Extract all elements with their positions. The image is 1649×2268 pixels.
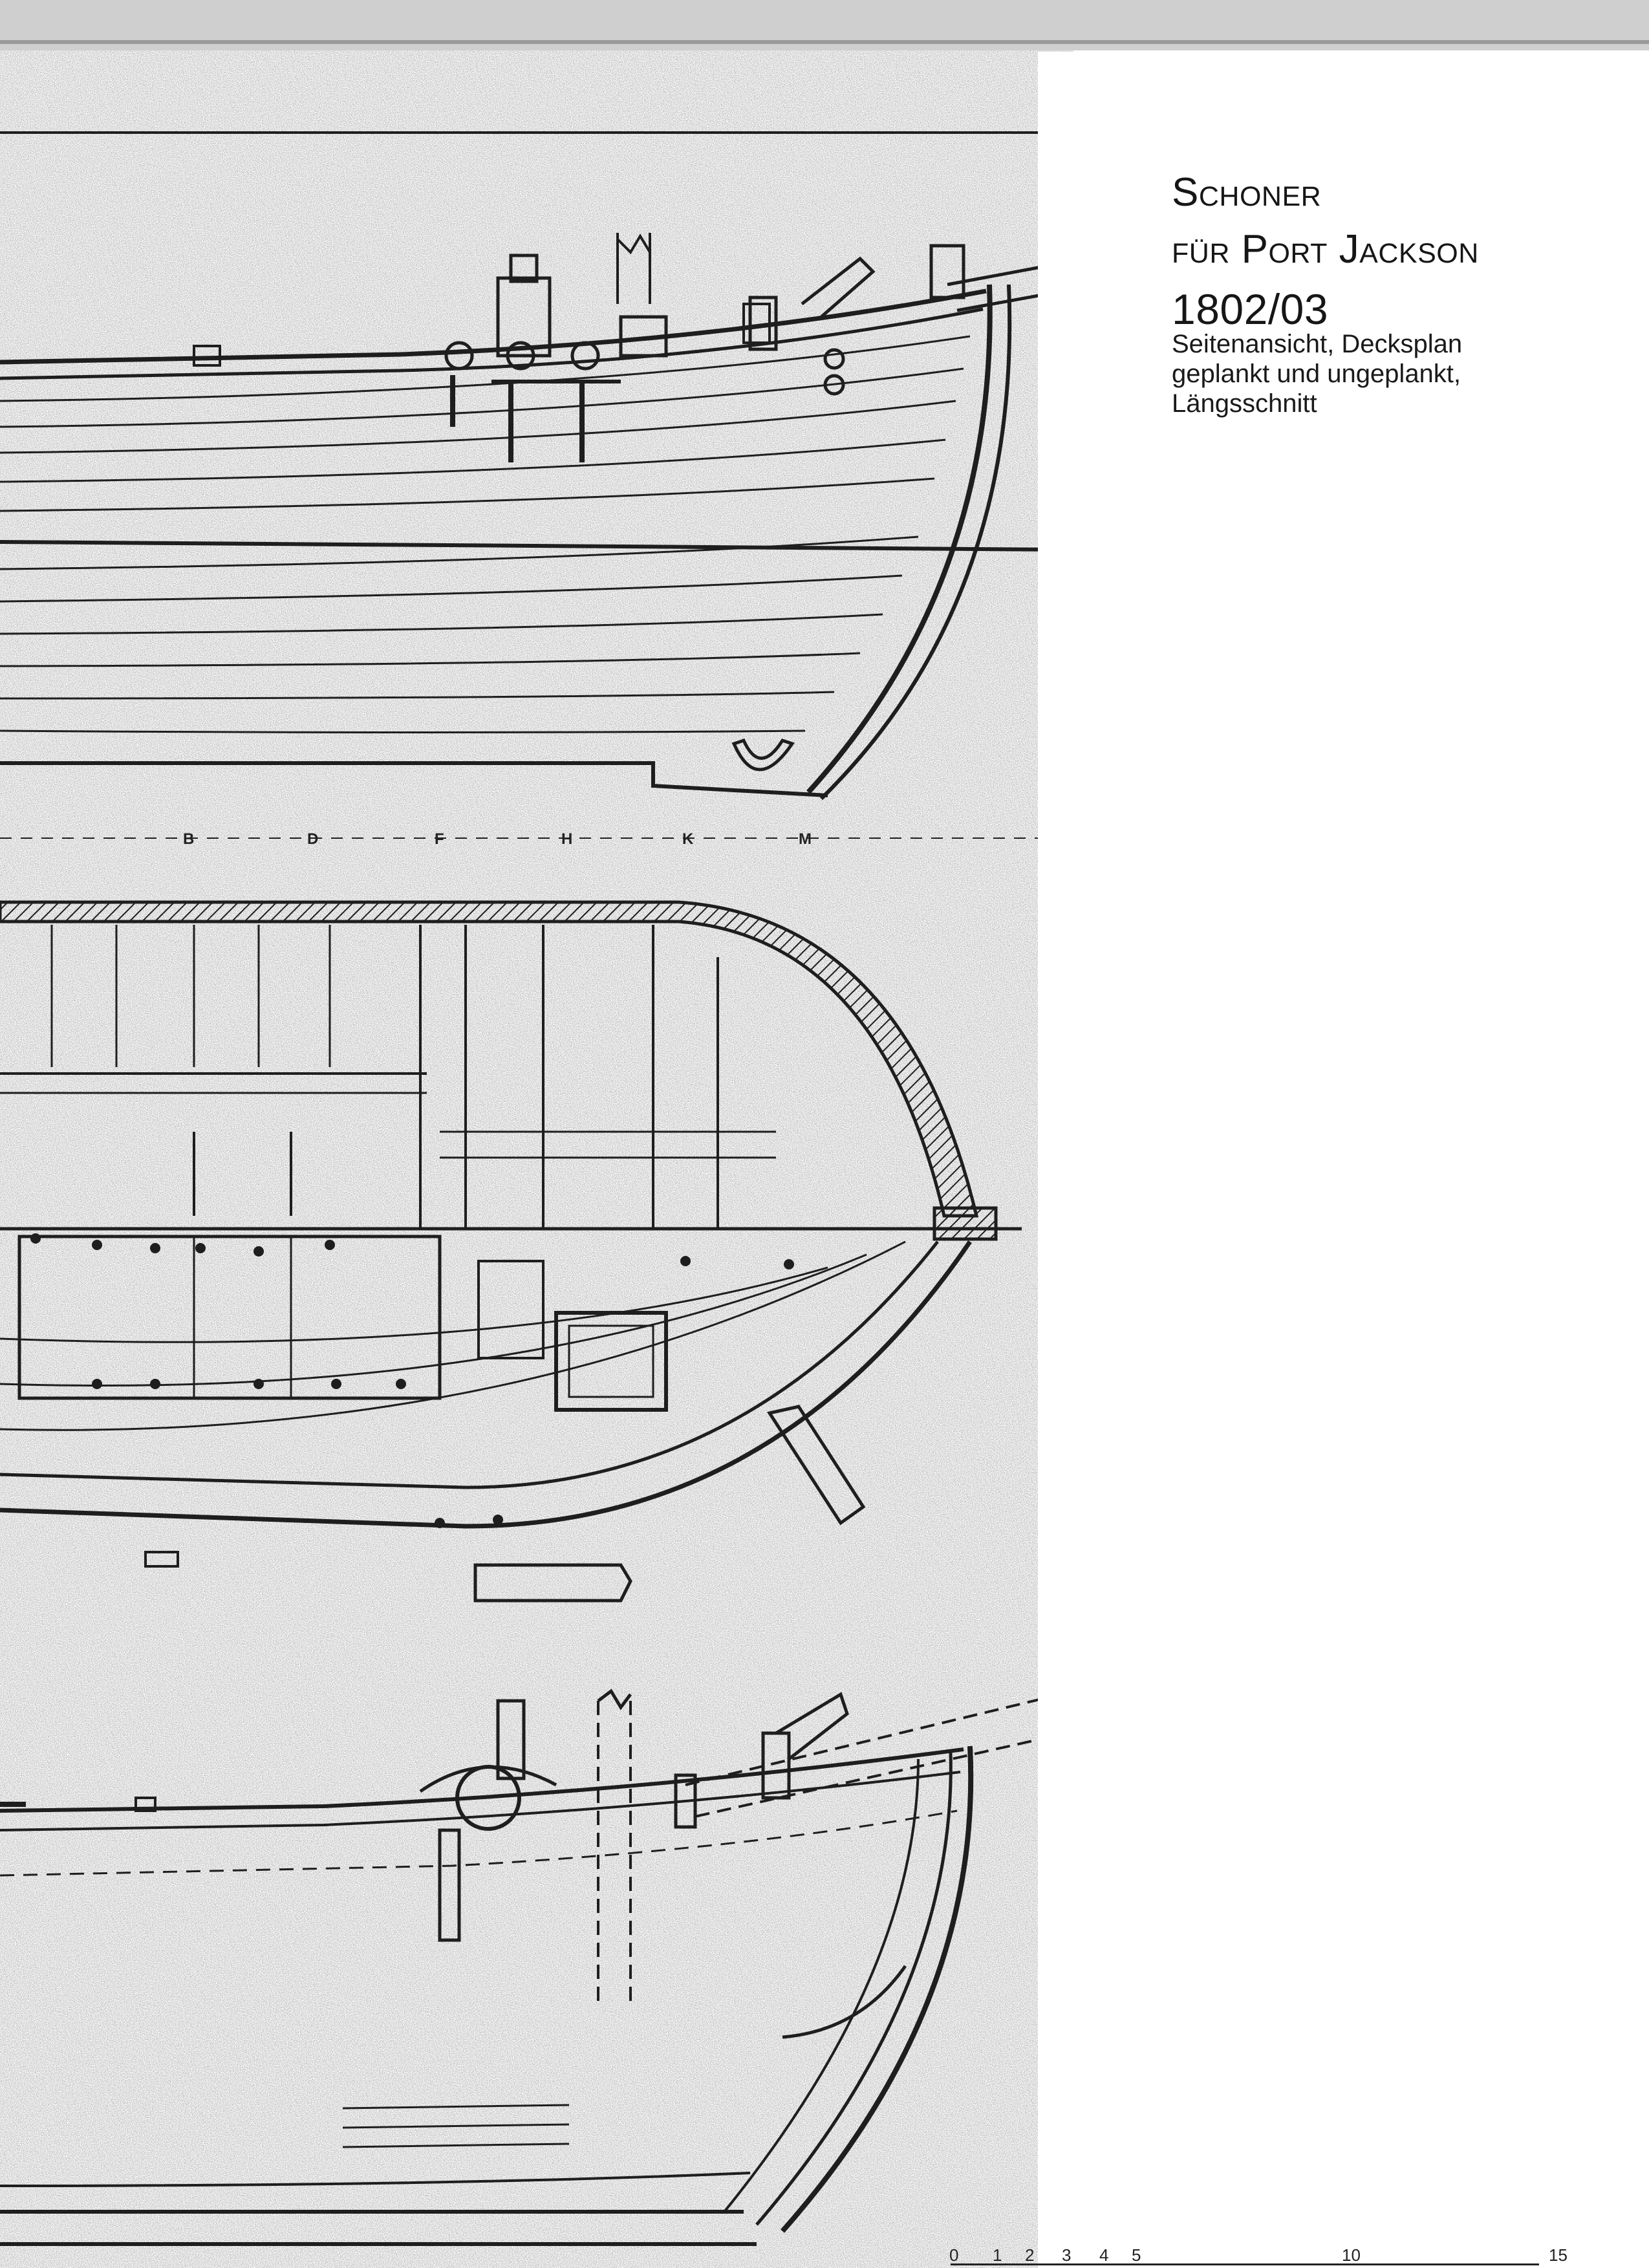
plan-year: 1802/03 [1172,285,1329,333]
scale-label: 3 [1062,2245,1072,2265]
plan-title-line-1: Schoner [1172,170,1322,215]
side-elevation-view [0,233,1102,801]
scale-bar [951,2263,1539,2265]
scale-label: 10 [1342,2245,1361,2265]
scale-label: 2 [1025,2245,1035,2265]
station-label: D [307,830,319,848]
longitudinal-section-view [0,1689,1069,2246]
scale-label: 0 [949,2245,959,2265]
scale-label: 15 [1549,2245,1568,2265]
title-block [1038,52,1649,2268]
station-label: H [561,830,573,848]
paper-speckle [0,0,1073,2268]
plan-subtitle-line-2: geplankt und ungeplankt, [1172,360,1461,388]
scale-label: 1 [993,2245,1002,2265]
scale-label: 5 [1132,2245,1141,2265]
scale-label: 4 [1099,2245,1109,2265]
station-label: M [799,830,812,848]
station-label: B [183,830,195,848]
plan-title-line-2: für Port Jackson [1172,227,1479,272]
deck-plan-view [0,900,1022,1603]
plan-subtitle-line-1: Seitenansicht, Decksplan [1172,330,1463,358]
station-label: K [682,830,694,848]
station-label: F [435,830,444,848]
plan-subtitle-line-3: Längsschnitt [1172,389,1317,418]
